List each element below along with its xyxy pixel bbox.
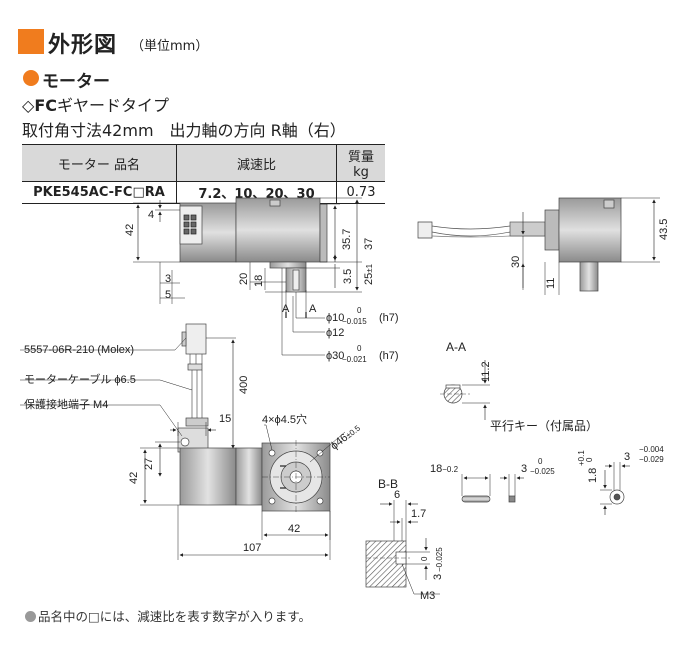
dim-phi10-tol-lo: −0.015 [342,317,367,326]
unit-label: （単位mm） [131,39,209,54]
dim-key-3b-tol-lo: −0.029 [639,455,664,464]
dim-42-top: 42 [124,224,136,236]
dim-43-5: 43.5 [658,219,670,240]
orange-dot-icon [23,70,39,86]
connector-label: 5557-06R-210 (Molex) [24,344,134,356]
dim-phi46: ϕ46±0.5 [328,422,363,453]
dim-b-6: 6 [394,489,400,501]
dim-b-3-tol-up: 0 [420,556,429,561]
section-a-left: A [282,303,290,315]
motor-heading: モーター [42,72,110,92]
dim-3: 3 [165,273,171,285]
gear-type-rest: ギヤードタイプ [56,96,169,115]
ground-terminal-label: 保護接地端子 M4 [24,397,108,411]
dim-35-7: 35.7 [341,229,353,250]
dim-107: 107 [243,542,261,554]
table-row: PKE545AC-FC□RA 7.2、10、20、30 0.73 [22,181,385,204]
right-view-shaft [579,261,599,292]
dim-key-1-8-tol-lo: 0 [585,457,594,462]
dim-key-3-tol-up: 0 [538,457,543,466]
right-view-body [558,197,622,263]
plan-view [20,323,346,560]
dim-phi12: ϕ12 [326,327,344,339]
dim-27: 27 [143,458,155,470]
gear-type-heading: ◇FCギヤードタイプ [22,92,169,116]
dim-key-3b: 3 [624,451,630,463]
section-a-a [440,360,490,420]
right-view [417,197,660,295]
dim-key-3-tol-lo: −0.025 [530,467,555,476]
gear-type-bold: FC [34,96,57,115]
spec-table: モーター 品名 減速比 質量 kg PKE545AC-FC□RA 7.2、10、… [22,144,385,204]
dim-b-1-7: 1.7 [411,508,426,520]
col-header-mass: 質量 kg [336,144,385,182]
dim-4: 4 [148,209,154,221]
dim-15: 15 [219,413,231,425]
section-a-a-label: A-A [446,340,466,354]
footnote: 品名中の□には、減速比を表す数字が入ります。 [25,606,311,625]
dim-b-3-tol-lo: −0.025 [435,547,444,572]
section-b-b [365,500,440,595]
molex-connector [185,323,207,355]
dim-20: 20 [238,273,250,285]
diamond-icon: ◇ [22,96,35,115]
dim-42-flange: 42 [288,523,300,535]
dim-phi10-tol-up: 0 [357,306,362,315]
plan-motor-body [179,447,237,506]
dim-phi30: ϕ30 [326,350,344,362]
dim-400: 400 [238,376,250,394]
dim-42-plan: 42 [128,472,140,484]
side-view-top [133,197,362,356]
dim-phi30-tol-up: 0 [357,344,362,353]
dim-key-3b-tol-up: −0.004 [639,445,664,454]
ground-screw-icon [180,437,190,447]
key-side-icon [461,495,491,503]
dim-18: 18 [253,275,265,287]
dim-b-3: 3 [432,574,444,580]
mount-holes-label: 4×ϕ4.5穴 [262,412,307,426]
gearhead-body [235,197,321,263]
section-b-b-label: B-B [378,477,398,491]
dim-phi30-fit: (h7) [379,350,399,362]
title-square-icon [18,29,44,54]
dim-37: 37 [363,238,375,250]
dim-25: 25±1 [363,263,375,285]
page-title: 外形図 [48,33,118,58]
dim-key-3: 3 [521,463,527,475]
col-header-model: モーター 品名 [22,144,177,182]
cell-mass: 0.73 [336,181,385,204]
spec-heading: 取付角寸法42mm 出力軸の方向 R軸（右） [22,121,346,140]
parallel-key [461,462,630,515]
dim-phi30-tol-lo: −0.021 [342,355,367,364]
table-header-row: モーター 品名 減速比 質量 kg [22,144,385,182]
col-header-ratio: 減速比 [176,144,337,182]
section-a-right: A [309,303,317,315]
dim-30: 30 [510,256,522,268]
footnote-text: 品名中の□には、減速比を表す数字が入ります。 [38,609,312,624]
dim-phi10: ϕ10 [326,312,344,324]
cell-model: PKE545AC-FC□RA [22,181,177,204]
dim-key-18: 18−0.2 [430,463,459,475]
dim-key-1-8: 1.8 [587,468,599,483]
dim-11: 11 [545,278,557,289]
key-end-icon [508,495,516,503]
m3-label: M3 [420,590,435,602]
dim-key-1-8-tol-up: +0.1 [577,450,586,466]
dim-5: 5 [165,289,171,301]
key-title: 平行キー（付属品） [490,419,598,433]
dim-11-2: 11.2 [480,361,492,382]
cable-label: モーターケーブル ϕ6.5 [24,372,136,386]
dim-phi10-fit: (h7) [379,312,399,324]
dim-3-5: 3.5 [342,269,354,284]
gray-dot-icon [25,611,36,622]
